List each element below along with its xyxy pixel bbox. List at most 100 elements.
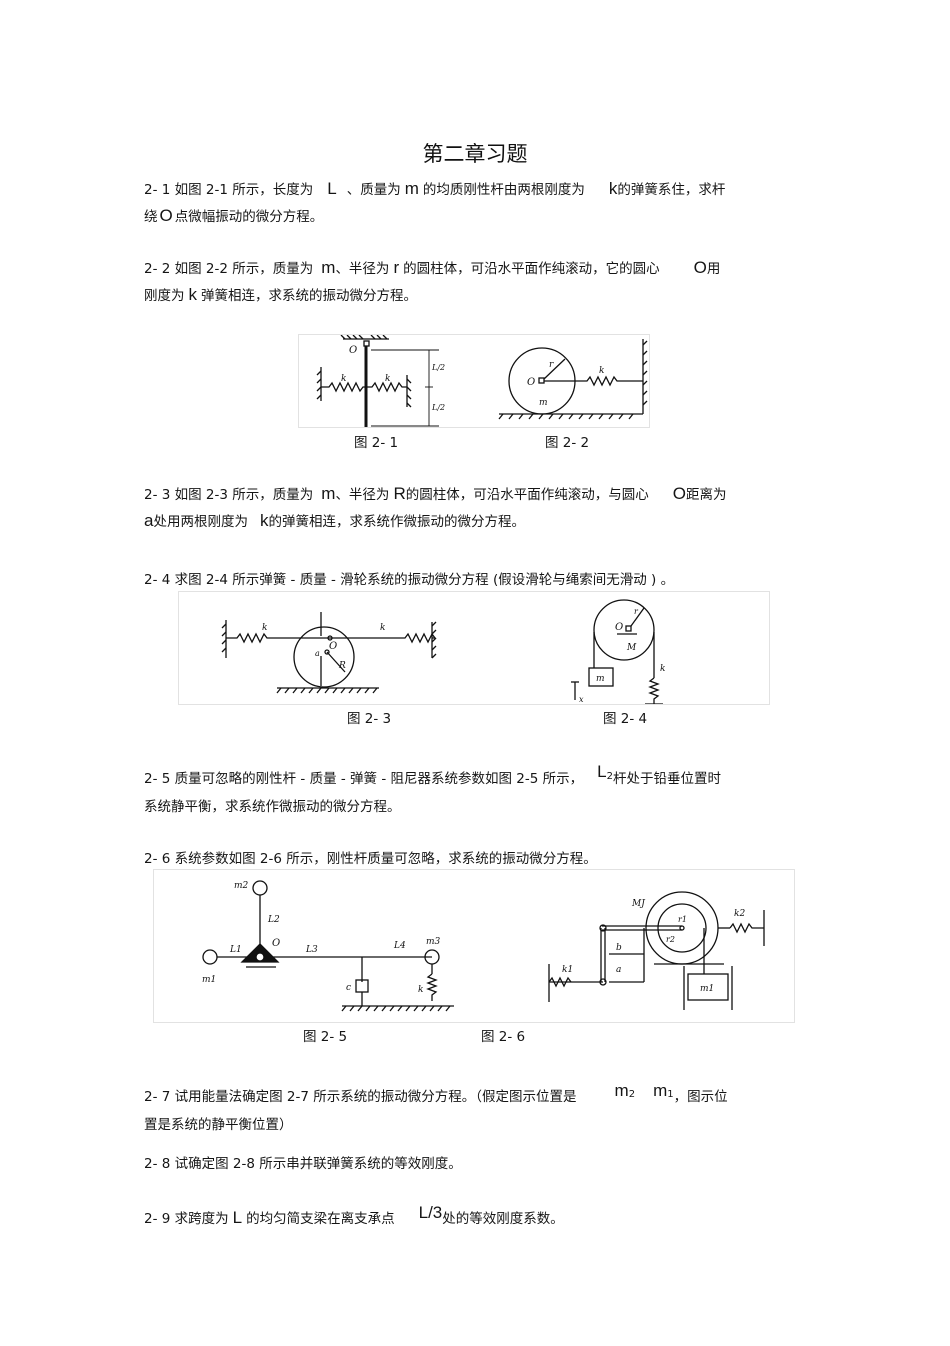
problem-2-6: 2- 6 系统参数如图 2-6 所示，刚性杆质量可忽略，求系统的振动微分方程。 bbox=[144, 851, 597, 867]
label-L-half: L/2 bbox=[431, 403, 445, 412]
label-x: x bbox=[579, 695, 584, 704]
caption-fig-2-3: 图 2- 3 bbox=[347, 711, 392, 727]
var-O: O bbox=[672, 484, 686, 503]
text: 、质量为 bbox=[346, 182, 401, 198]
label-r2: r2 bbox=[666, 935, 675, 944]
label-O: O bbox=[615, 622, 623, 633]
label-k: k bbox=[262, 623, 267, 633]
subscript: 2 bbox=[628, 1089, 636, 1100]
text: 2- 7 试用能量法确定图 2-7 所示系统的振动微分方程。（假定图示位置是 bbox=[144, 1089, 577, 1105]
label-a: a bbox=[315, 649, 320, 658]
label-k: k bbox=[380, 623, 385, 633]
var-L2: L bbox=[597, 762, 607, 781]
text: 处的等效刚度系数。 bbox=[442, 1211, 564, 1227]
label-R: R bbox=[338, 661, 346, 671]
text: 2- 5 质量可忽略的刚性杆 - 质量 - 弹簧 - 阻尼器系统参数如图 2-5… bbox=[144, 771, 584, 787]
problem-2-4: 2- 4 求图 2-4 所示弹簧 - 质量 - 滑轮系统的振动微分方程 (假设滑… bbox=[144, 572, 675, 588]
label-c: c bbox=[346, 983, 351, 993]
text: 的弹簧相连，求系统作微振动的微分方程。 bbox=[268, 514, 525, 530]
label-k: k bbox=[385, 374, 390, 384]
text: 处用两根刚度为 bbox=[153, 514, 248, 530]
text: 用 bbox=[706, 261, 721, 277]
text: 2- 3 如图 2-3 所示，质量为 bbox=[144, 487, 314, 503]
text: 2- 1 如图 2-1 所示，长度为 bbox=[144, 182, 314, 198]
subscript: 1 bbox=[667, 1089, 674, 1100]
label-L1: L1 bbox=[229, 945, 242, 955]
figure-2-3-2-4: k k a O R r O M m k x bbox=[178, 591, 770, 705]
label-L3: L3 bbox=[305, 945, 318, 955]
figure-2-1-2-2: O k k L/2 L/2 O r m k bbox=[298, 334, 650, 428]
text: 、半径为 bbox=[335, 487, 390, 503]
text: 2- 2 如图 2-2 所示，质量为 bbox=[144, 261, 314, 277]
label-M: M bbox=[626, 643, 637, 653]
label-O: O bbox=[329, 641, 337, 652]
text: 杆处于铅垂位置时 bbox=[612, 771, 721, 787]
var-a: a bbox=[144, 511, 154, 530]
var-L: L bbox=[327, 179, 337, 198]
figure-2-5-drawing: m2 L2 O L1 L3 L4 m3 m1 c k MJ r1 r2 k2 k… bbox=[202, 880, 765, 1012]
caption-fig-2-5: 图 2- 5 bbox=[303, 1029, 348, 1045]
label-m1: m1 bbox=[202, 975, 216, 985]
text: 绕 bbox=[144, 209, 158, 225]
figure-2-1-drawing: O k k L/2 L/2 O r m k bbox=[316, 335, 648, 427]
var-L-third: L/3 bbox=[418, 1203, 443, 1222]
label-O: O bbox=[349, 345, 357, 356]
var-r: r bbox=[393, 258, 400, 277]
label-k: k bbox=[599, 366, 604, 376]
var-O: O bbox=[159, 206, 173, 225]
label-O: O bbox=[527, 377, 535, 388]
var-O: O bbox=[693, 258, 707, 277]
subscript: 2 bbox=[606, 771, 613, 782]
text: 弹簧相连，求系统的振动微分方程。 bbox=[201, 288, 417, 304]
figure-2-3-drawing: k k a O R r O M m k x bbox=[221, 599, 665, 704]
label-m3: m3 bbox=[426, 937, 441, 947]
label-b: b bbox=[616, 943, 622, 953]
problem-2-5: 2- 5 质量可忽略的刚性杆 - 质量 - 弹簧 - 阻尼器系统参数如图 2-5… bbox=[144, 762, 804, 820]
label-m1: m1 bbox=[700, 984, 714, 994]
caption-fig-2-4: 图 2- 4 bbox=[603, 711, 648, 727]
label-O: O bbox=[272, 938, 280, 949]
problem-2-7: 2- 7 试用能量法确定图 2-7 所示系统的振动微分方程。（假定图示位置是 m2… bbox=[144, 1081, 804, 1138]
label-m2: m2 bbox=[234, 881, 249, 891]
var-m: m bbox=[321, 258, 336, 277]
text: 距离为 bbox=[685, 487, 727, 503]
var-m2: m bbox=[614, 1081, 629, 1100]
text: 的弹簧系住，求杆 bbox=[617, 182, 726, 198]
text: 2- 9 求跨度为 bbox=[144, 1211, 229, 1227]
var-k: k bbox=[259, 511, 269, 530]
var-k: k bbox=[188, 285, 198, 304]
problem-2-8: 2- 8 试确定图 2-8 所示串并联弹簧系统的等效刚度。 bbox=[144, 1156, 462, 1172]
text: 的均质刚性杆由两根刚度为 bbox=[422, 182, 585, 198]
label-k: k bbox=[660, 664, 665, 674]
text: 置是系统的静平衡位置） bbox=[144, 1117, 293, 1133]
var-m: m bbox=[404, 179, 419, 198]
text: 点微幅振动的微分方程。 bbox=[174, 209, 324, 225]
caption-fig-2-1: 图 2- 1 bbox=[354, 435, 399, 451]
label-r: r bbox=[634, 607, 639, 616]
label-k1: k1 bbox=[562, 965, 573, 975]
var-R: R bbox=[393, 484, 406, 503]
text: ，图示位 bbox=[673, 1089, 728, 1105]
label-L4: L4 bbox=[393, 941, 406, 951]
caption-fig-2-2: 图 2- 2 bbox=[545, 435, 590, 451]
label-k2: k2 bbox=[734, 909, 745, 919]
label-k: k bbox=[341, 374, 346, 384]
var-m: m bbox=[321, 484, 336, 503]
label-L-half: L/2 bbox=[431, 363, 445, 372]
text: 系统静平衡，求系统作微振动的微分方程。 bbox=[144, 799, 401, 815]
label-k: k bbox=[418, 985, 423, 995]
var-k: k bbox=[608, 179, 618, 198]
caption-fig-2-6: 图 2- 6 bbox=[481, 1029, 526, 1045]
label-L2: L2 bbox=[267, 915, 280, 925]
label-r1: r1 bbox=[678, 915, 687, 924]
text: 的圆柱体，可沿水平面作纯滚动，与圆心 bbox=[405, 487, 649, 503]
text: 的均匀简支梁在离支承点 bbox=[246, 1211, 395, 1227]
label-a: a bbox=[616, 965, 621, 975]
page-title: 第二章习题 bbox=[422, 142, 528, 166]
text: 刚度为 bbox=[144, 288, 185, 304]
label-r: r bbox=[549, 360, 554, 370]
